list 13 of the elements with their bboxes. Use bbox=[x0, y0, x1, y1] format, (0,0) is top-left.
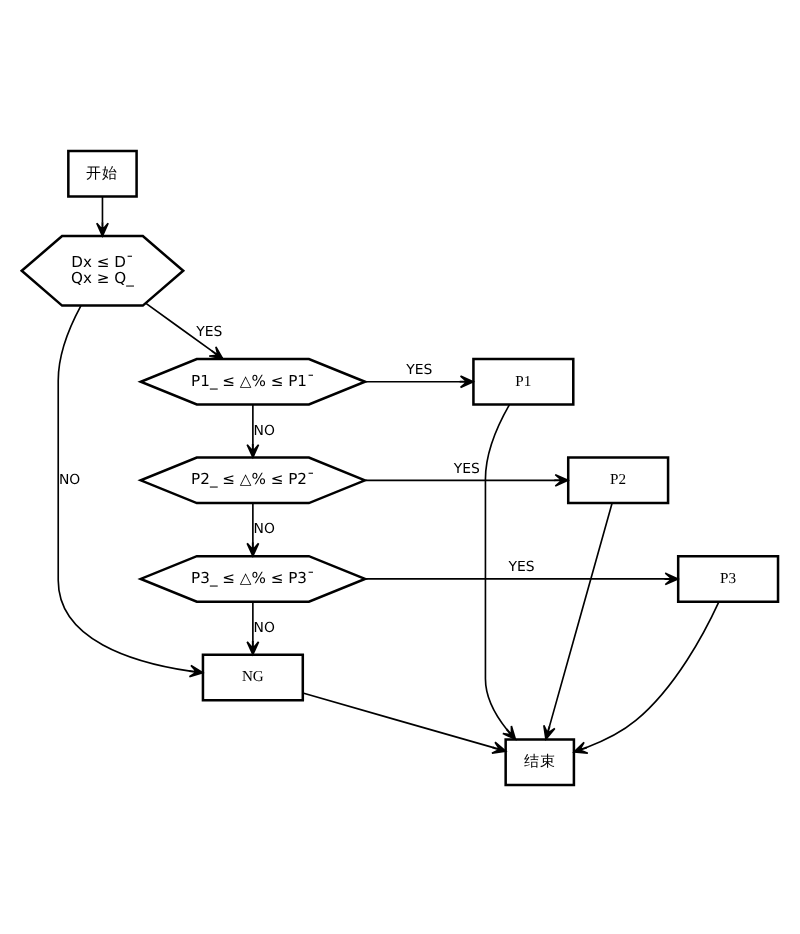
arrow bbox=[364, 374, 475, 388]
arrow bbox=[573, 600, 720, 753]
arrow bbox=[95, 195, 109, 236]
arrow bbox=[484, 402, 517, 740]
arrow bbox=[246, 403, 260, 458]
arrow bbox=[246, 600, 260, 655]
arrow bbox=[145, 301, 224, 359]
arrow bbox=[57, 304, 204, 677]
arrow bbox=[543, 501, 613, 739]
arrow bbox=[302, 691, 507, 753]
arrow bbox=[246, 501, 260, 556]
arrow bbox=[364, 472, 569, 486]
arrow bbox=[364, 571, 679, 585]
